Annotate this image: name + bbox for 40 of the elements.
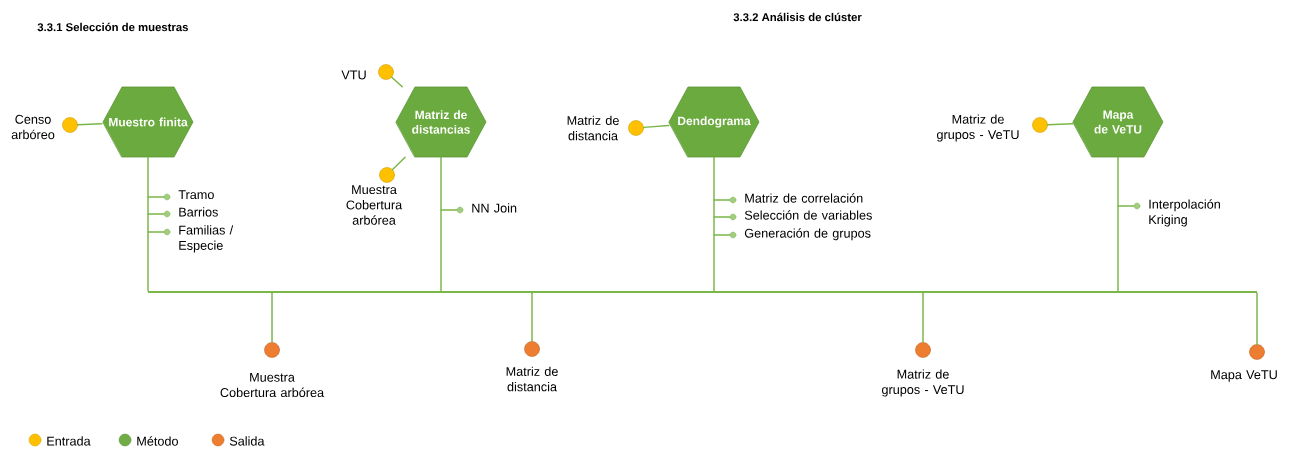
node-caption: Matriz de grupos - VeTU bbox=[882, 369, 964, 397]
method-hexagon: Muestro finita bbox=[102, 86, 194, 158]
legend-label: Entrada bbox=[47, 436, 91, 446]
connector-line bbox=[1117, 156, 1119, 292]
section-heading: 3.3.2 Análisis de clúster bbox=[733, 12, 862, 22]
connector-line bbox=[643, 124, 670, 129]
connector-line bbox=[271, 292, 273, 343]
node-caption: Matriz de distancia bbox=[506, 366, 558, 392]
sub-step-text: Barrios bbox=[179, 207, 218, 217]
sub-step-text: Familias / Especie bbox=[179, 225, 234, 253]
timeline-bar bbox=[148, 291, 1257, 293]
node-caption: Matriz de grupos - VeTU bbox=[937, 114, 1019, 142]
node-caption: VTU bbox=[341, 70, 366, 80]
node-caption: Muestra Cobertura arbórea bbox=[220, 372, 325, 398]
connector-line bbox=[440, 156, 442, 292]
section-heading: 3.3.1 Selección de muestras bbox=[37, 22, 188, 32]
sub-step-text: Interpolación Kriging bbox=[1149, 199, 1220, 227]
connector-line bbox=[922, 292, 924, 343]
sub-step-text: Matriz de correlación bbox=[745, 193, 863, 203]
sub-step-text: Generación de grupos bbox=[744, 228, 871, 241]
node-caption: Muestra Cobertura arbórea bbox=[346, 185, 403, 225]
connector-line bbox=[391, 156, 406, 171]
sub-step-text: Selección de variables bbox=[744, 210, 872, 220]
connector-line bbox=[1047, 123, 1074, 126]
node-caption: Matriz de distancia bbox=[567, 115, 619, 141]
sub-step-text: Tramo bbox=[178, 190, 214, 200]
connector-line bbox=[1256, 292, 1258, 345]
connector-line bbox=[531, 292, 533, 342]
method-hexagon: Mapa de VeTU bbox=[1072, 86, 1164, 158]
method-hexagon: Matriz de distancias bbox=[395, 86, 487, 158]
sub-step-text: NN Join bbox=[472, 203, 517, 213]
connector-line bbox=[77, 123, 103, 126]
legend-label: Salida bbox=[229, 436, 265, 446]
connector-line bbox=[713, 156, 715, 292]
node-caption: Mapa VeTU bbox=[1211, 370, 1277, 382]
connector-line bbox=[391, 76, 403, 88]
method-hexagon: Dendograma bbox=[668, 86, 760, 158]
legend-label: Método bbox=[137, 436, 178, 446]
node-caption: Censo arbóreo bbox=[11, 114, 55, 140]
connector-line bbox=[147, 156, 149, 292]
